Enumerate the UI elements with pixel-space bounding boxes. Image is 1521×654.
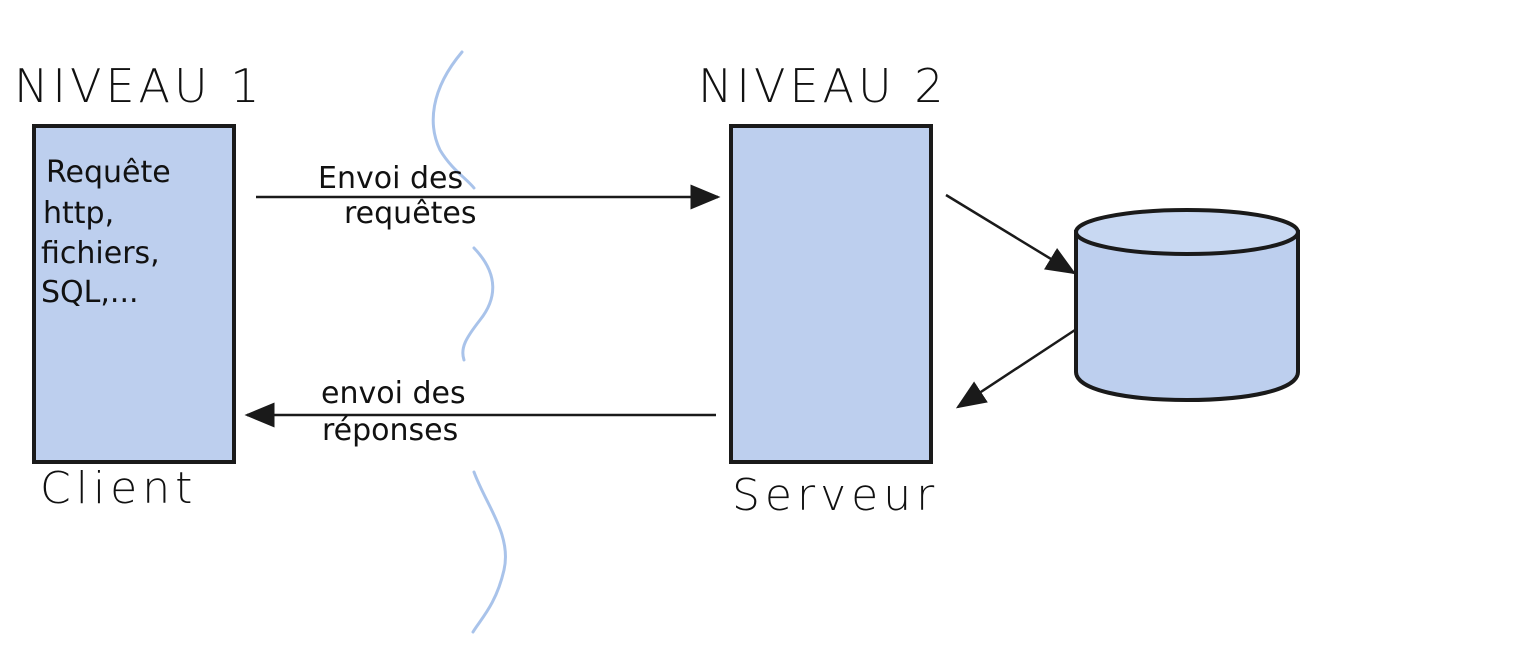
level-2-title: NIVEAU 2 <box>698 59 948 113</box>
level-1-title: NIVEAU 1 <box>14 59 264 113</box>
response-label-line-1: envoi des <box>321 376 466 411</box>
server-box <box>729 124 933 464</box>
server-caption: Serveur <box>732 470 939 521</box>
client-caption: Client <box>40 463 197 514</box>
request-label-line-2: requêtes <box>344 196 477 231</box>
response-label-line-2: réponses <box>322 413 458 448</box>
request-label-line-1: Envoi des <box>318 161 463 196</box>
client-box-line-2: http, <box>43 196 114 231</box>
client-box-line-3: fichiers, <box>41 236 160 271</box>
database-to-server-arrow <box>955 328 1076 409</box>
database-cylinder-icon <box>1074 208 1300 403</box>
client-box <box>32 124 236 464</box>
client-box-line-1: Requête <box>46 155 171 190</box>
tier-divider <box>431 50 507 634</box>
client-box-line-4: SQL,... <box>41 275 139 310</box>
server-to-database-arrow <box>945 193 1077 275</box>
